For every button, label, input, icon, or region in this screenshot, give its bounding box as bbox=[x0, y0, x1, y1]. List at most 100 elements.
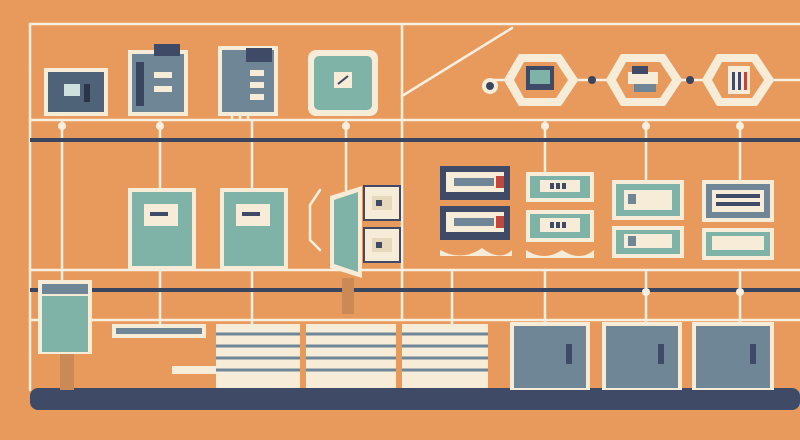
connector-dot bbox=[736, 122, 744, 130]
tall-cabinet-label bbox=[250, 94, 264, 100]
card-panel-icon bbox=[702, 228, 774, 260]
mailbox-body bbox=[42, 296, 88, 352]
card-mark bbox=[628, 236, 636, 246]
nodes bbox=[482, 54, 774, 106]
card-paper bbox=[526, 250, 594, 258]
tray-icon bbox=[112, 324, 218, 374]
monitor-pen bbox=[337, 75, 349, 85]
tall-cabinet-label bbox=[250, 82, 264, 88]
printer-icon bbox=[440, 206, 512, 256]
printer-slot bbox=[454, 178, 494, 186]
frame-icon bbox=[363, 227, 401, 263]
connector-dot bbox=[642, 288, 650, 296]
device-node-icon bbox=[606, 54, 682, 106]
middle-rail bbox=[30, 288, 800, 292]
paper-stack-icon bbox=[216, 324, 300, 388]
device-tray bbox=[628, 72, 658, 84]
locker-icon bbox=[692, 322, 774, 390]
teal-panel-slot bbox=[242, 212, 260, 216]
monitor-icon bbox=[308, 50, 378, 116]
small-panel-icon bbox=[44, 68, 108, 116]
node-small-core bbox=[486, 82, 494, 90]
connector-dot bbox=[686, 76, 694, 84]
paper-stack-icon bbox=[402, 324, 488, 388]
card-mark bbox=[628, 194, 636, 204]
cabinet-icon bbox=[128, 44, 188, 116]
mailbox-post bbox=[60, 354, 74, 390]
connectors bbox=[58, 76, 744, 296]
frame-mark bbox=[376, 242, 382, 248]
teal-panel-icon bbox=[220, 188, 288, 270]
card-mark bbox=[556, 183, 560, 189]
cabinet-label bbox=[154, 86, 172, 92]
device-top bbox=[632, 66, 648, 74]
locker-body bbox=[696, 326, 770, 388]
bracket-line bbox=[308, 188, 322, 252]
card-mark bbox=[716, 202, 760, 206]
card-label bbox=[712, 190, 764, 212]
device-base bbox=[634, 84, 656, 92]
terminal-node-icon bbox=[504, 54, 578, 106]
wiring bbox=[28, 22, 800, 392]
card-panel-icon bbox=[612, 180, 684, 220]
terminal-screen bbox=[530, 70, 550, 84]
mailbox-lid bbox=[42, 284, 88, 294]
connector-dot bbox=[342, 122, 350, 130]
document-bar bbox=[738, 72, 741, 90]
printer-light bbox=[496, 176, 504, 188]
connector-dot bbox=[541, 122, 549, 130]
card-mark bbox=[562, 222, 566, 228]
upper-rail bbox=[30, 138, 800, 142]
card-mark bbox=[550, 222, 554, 228]
cabinet-door bbox=[334, 192, 358, 272]
node-small bbox=[482, 78, 498, 94]
frame-box bbox=[363, 185, 401, 221]
tall-cabinet-top bbox=[246, 48, 272, 62]
connector-dot bbox=[58, 122, 66, 130]
locker-icon bbox=[510, 322, 590, 390]
card-label bbox=[712, 236, 764, 250]
diagonal-line bbox=[400, 26, 514, 98]
connector-dot bbox=[642, 122, 650, 130]
small-panel-slot bbox=[84, 84, 90, 102]
cabinet-hinge bbox=[136, 62, 144, 106]
cabinet-label bbox=[154, 72, 172, 78]
locker-handle bbox=[750, 344, 756, 364]
card-panel-icon bbox=[526, 210, 594, 258]
small-panel-screen bbox=[64, 84, 80, 96]
card-mark bbox=[562, 183, 566, 189]
connector-dot bbox=[156, 122, 164, 130]
tray-base bbox=[172, 366, 218, 374]
card-mark bbox=[716, 194, 760, 198]
document-node-icon bbox=[702, 54, 774, 106]
tray-slot bbox=[116, 328, 202, 334]
teal-panel-body bbox=[132, 192, 192, 266]
locker-icon bbox=[602, 322, 682, 390]
document-bar bbox=[732, 72, 735, 90]
card-panel-icon bbox=[526, 172, 594, 202]
printer-slot bbox=[454, 218, 494, 226]
floor-rail bbox=[30, 388, 800, 410]
frame-mark bbox=[376, 200, 382, 206]
paper-stack-icon bbox=[306, 324, 396, 388]
connector-dot bbox=[588, 76, 596, 84]
mailbox-icon bbox=[38, 280, 92, 390]
document-bar bbox=[744, 72, 747, 90]
card-panel-icon bbox=[612, 226, 684, 258]
card-panel-icon bbox=[702, 180, 774, 222]
open-door-cabinet-icon bbox=[330, 186, 362, 314]
locker-body bbox=[514, 326, 586, 388]
cabinet-stand bbox=[342, 278, 354, 314]
teal-panel-icon bbox=[128, 188, 196, 270]
connector-dot bbox=[736, 288, 744, 296]
cabinet-top bbox=[154, 44, 180, 56]
card-mark bbox=[556, 222, 560, 228]
card-mark bbox=[550, 183, 554, 189]
tall-cabinet-icon bbox=[218, 46, 278, 116]
frame-icon bbox=[363, 185, 401, 221]
printer-icon bbox=[440, 166, 510, 200]
printer-light bbox=[496, 216, 504, 228]
locker-handle bbox=[566, 344, 572, 364]
printer-paper bbox=[440, 248, 512, 256]
